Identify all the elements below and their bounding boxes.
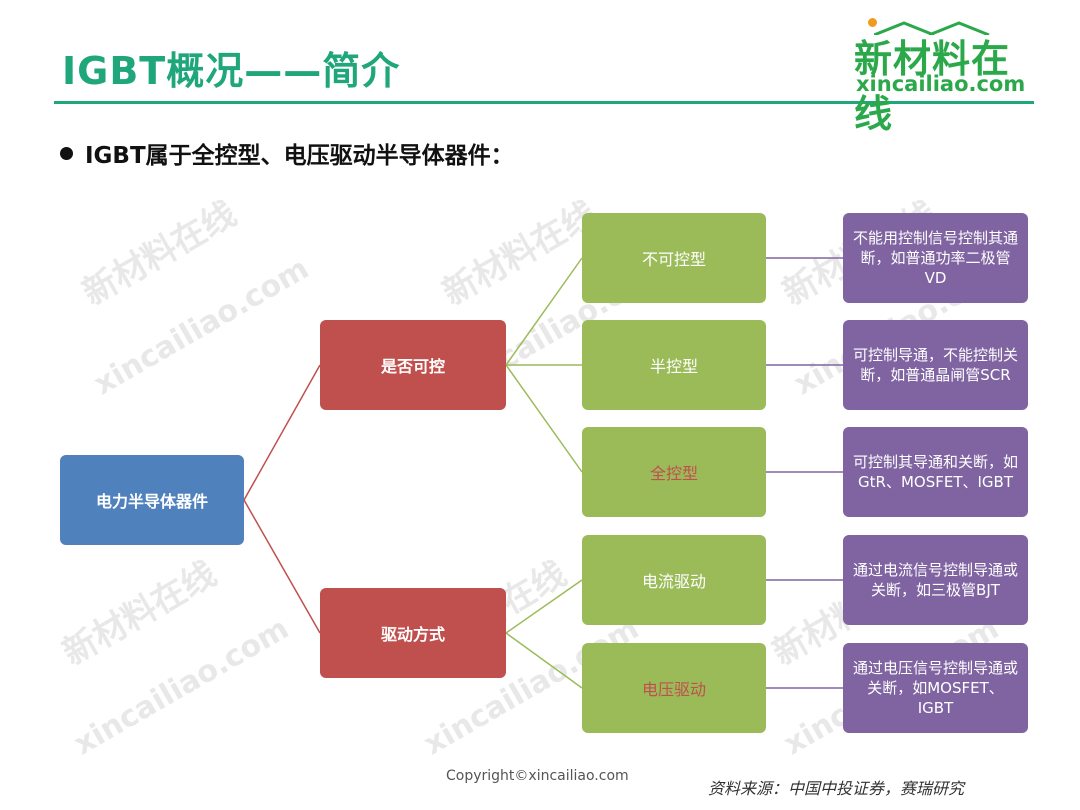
connector-branch2-leaf1 <box>505 579 583 634</box>
bullet-dot-icon <box>60 146 73 160</box>
node-root: 电力半导体器件 <box>60 455 244 545</box>
node-fully-controlled: 全控型 <box>582 427 766 517</box>
brand-logo: 新材料在线 xincailiao.com <box>848 18 1038 136</box>
copyright-text: Copyright©xincailiao.com <box>446 768 629 784</box>
logo-sun-icon <box>868 18 877 27</box>
node-semi-controlled: 半控型 <box>582 320 766 410</box>
node-voltage-driven: 电压驱动 <box>582 643 766 733</box>
connector-branch2-leaf2 <box>505 632 583 689</box>
bullet-point: IGBT属于全控型、电压驱动半导体器件： <box>60 136 514 170</box>
node-uncontrolled: 不可控型 <box>582 213 766 303</box>
page-title: IGBT概况——简介 <box>62 49 401 93</box>
logo-text-cn: 新材料在线 <box>854 37 1011 136</box>
node-branch-drive-mode: 驱动方式 <box>320 588 506 678</box>
desc-current-driven: 通过电流信号控制导通或关断，如三极管BJT <box>843 535 1028 625</box>
title-divider <box>54 101 1034 104</box>
desc-uncontrolled: 不能用控制信号控制其通断，如普通功率二极管VD <box>843 213 1028 303</box>
logo-text-en: xincailiao.com <box>856 72 1026 96</box>
connector-root-branch1 <box>243 364 321 501</box>
desc-voltage-driven: 通过电压信号控制导通或关断，如MOSFET、IGBT <box>843 643 1028 733</box>
logo-roof-icon <box>874 21 990 35</box>
bullet-text: IGBT属于全控型、电压驱动半导体器件： <box>85 143 514 169</box>
connector-branch1-leaf1 <box>505 257 583 366</box>
source-note: 资料来源：中国中投证券，赛瑞研究 <box>708 779 965 798</box>
desc-semi-controlled: 可控制导通，不能控制关断，如普通晶闸管SCR <box>843 320 1028 410</box>
connector-branch1-leaf3 <box>505 364 583 473</box>
desc-fully-controlled: 可控制其导通和关断，如GtR、MOSFET、IGBT <box>843 427 1028 517</box>
node-branch-controllability: 是否可控 <box>320 320 506 410</box>
connector-root-branch2 <box>243 499 321 634</box>
node-current-driven: 电流驱动 <box>582 535 766 625</box>
